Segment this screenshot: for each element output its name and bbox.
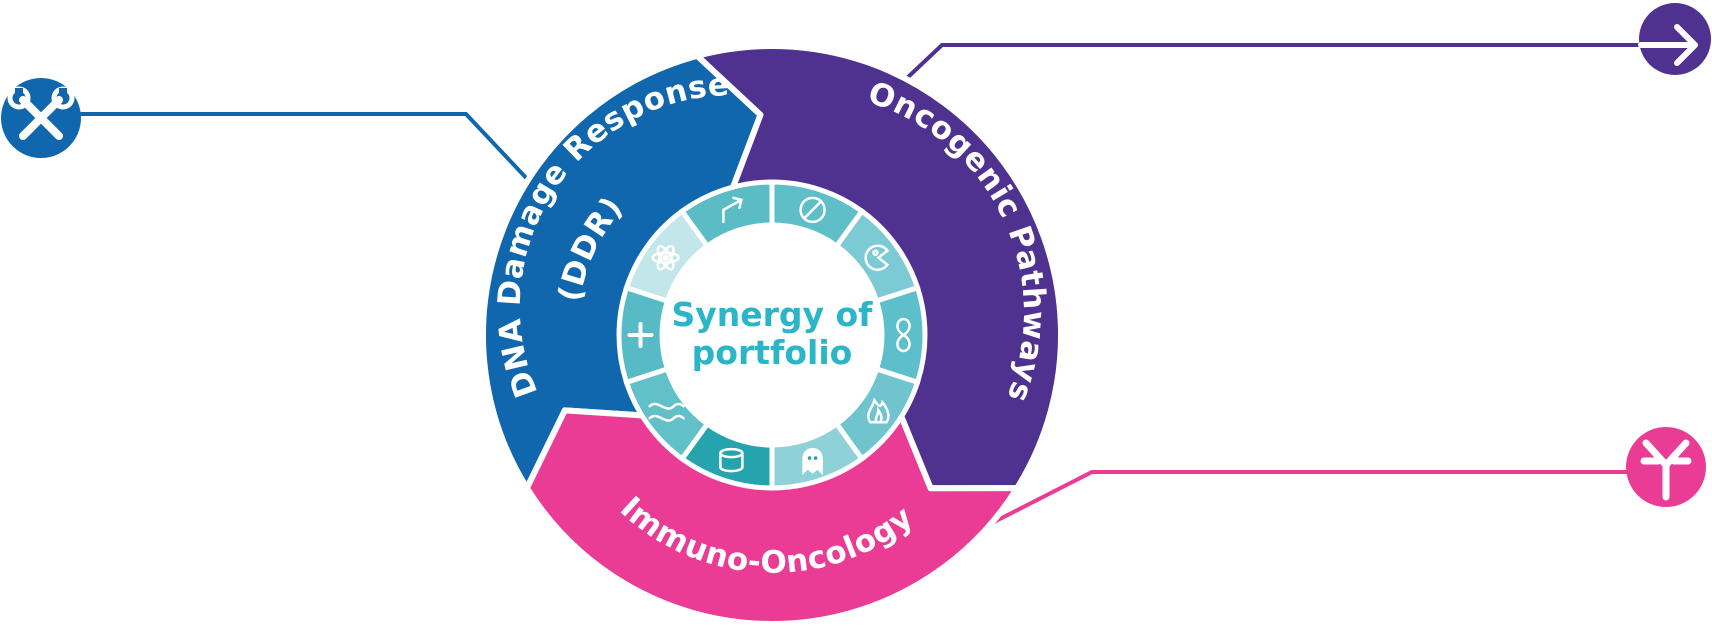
plus-icon (627, 322, 654, 348)
inner-ring-segment (873, 284, 928, 386)
center-title-line1: Synergy of (671, 295, 873, 334)
center-circle (662, 225, 882, 445)
center-title-line2: portfolio (692, 333, 853, 372)
arrow-right-icon[interactable] (1638, 3, 1711, 75)
ghost-icon (802, 447, 823, 476)
oncogenic-connector-line (905, 43, 1640, 80)
inner-ring (616, 179, 928, 491)
growth-arrow-icon (722, 196, 743, 224)
atom-icon (651, 244, 680, 271)
no-entry-icon (799, 196, 826, 224)
antibody-icon[interactable] (1626, 427, 1706, 507)
ddr-connector-line (80, 112, 532, 184)
inner-ring-segment (678, 179, 775, 250)
cylinder-icon (719, 447, 744, 473)
dna-icon (648, 402, 685, 422)
fire-icon (866, 397, 890, 424)
io-connector-line (987, 470, 1628, 527)
infinity-icon (896, 317, 911, 353)
tools-icon[interactable] (1, 78, 81, 158)
pacman-cell-icon (864, 244, 890, 271)
